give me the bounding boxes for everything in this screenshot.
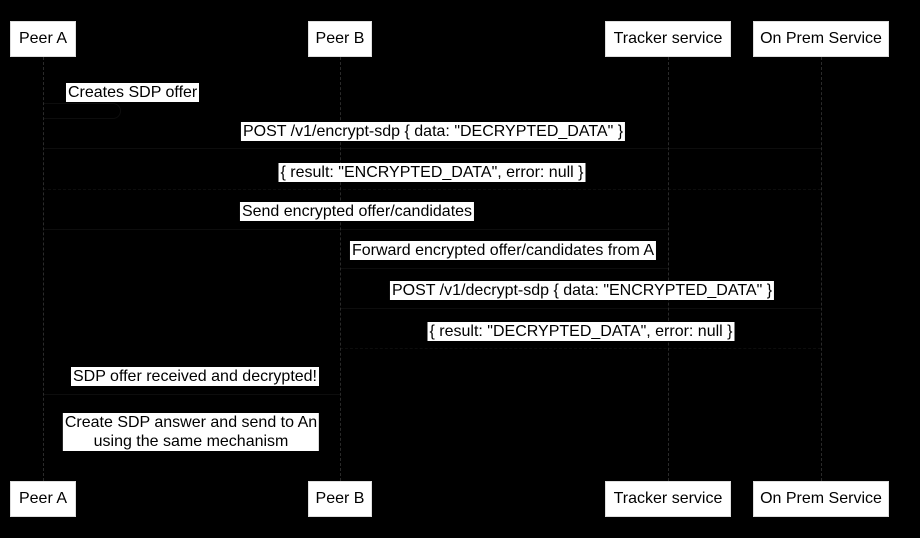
message-send-encrypted-offer: Send encrypted offer/candidates (239, 202, 475, 221)
arrow-send-encrypted-offer (43, 229, 668, 230)
lifeline-on-prem-service (821, 57, 822, 481)
message-forward-encrypted-offer: Forward encrypted offer/candidates from … (349, 241, 657, 260)
message-post-encrypt-sdp: POST /v1/encrypt-sdp { data: "DECRYPTED_… (240, 122, 626, 141)
participant-on-prem-service-top: On Prem Service (753, 21, 889, 57)
participant-label: Peer B (315, 30, 365, 47)
message-post-decrypt-sdp: POST /v1/decrypt-sdp { data: "ENCRYPTED_… (389, 281, 775, 300)
participant-peer-b-top: Peer B (308, 21, 372, 57)
arrow-creates-sdp-offer-self (43, 103, 121, 119)
message-sdp-offer-received: SDP offer received and decrypted! (71, 367, 319, 386)
participant-tracker-service-bottom: Tracker service (605, 481, 731, 517)
participant-label: On Prem Service (760, 30, 882, 47)
participant-label: Tracker service (613, 30, 723, 47)
arrow-encrypt-request (43, 148, 821, 149)
participant-peer-a-bottom: Peer A (10, 481, 76, 517)
lifeline-peer-b (340, 57, 341, 481)
arrow-encrypt-response (43, 189, 821, 190)
arrow-sdp-offer-received (43, 394, 340, 395)
participant-label: On Prem Service (760, 490, 882, 507)
participant-on-prem-service-bottom: On Prem Service (753, 481, 889, 517)
participant-tracker-service-top: Tracker service (605, 21, 731, 57)
message-create-sdp-answer: Create SDP answer and send to An using t… (62, 413, 320, 451)
participant-label: Peer A (18, 490, 68, 507)
lifeline-tracker-service (668, 57, 669, 481)
participant-label: Peer A (18, 30, 68, 47)
arrow-decrypt-request (340, 308, 821, 309)
message-creates-sdp-offer: Creates SDP offer (66, 83, 200, 102)
participant-label: Tracker service (613, 490, 723, 507)
participant-label: Peer B (315, 490, 365, 507)
arrow-forward-encrypted-offer (340, 268, 668, 269)
arrow-decrypt-response (340, 348, 821, 349)
message-encrypt-result: { result: "ENCRYPTED_DATA", error: null … (278, 163, 586, 182)
lifeline-peer-a (43, 57, 44, 481)
participant-peer-a-top: Peer A (10, 21, 76, 57)
message-decrypt-result: { result: "DECRYPTED_DATA", error: null … (427, 322, 735, 341)
participant-peer-b-bottom: Peer B (308, 481, 372, 517)
